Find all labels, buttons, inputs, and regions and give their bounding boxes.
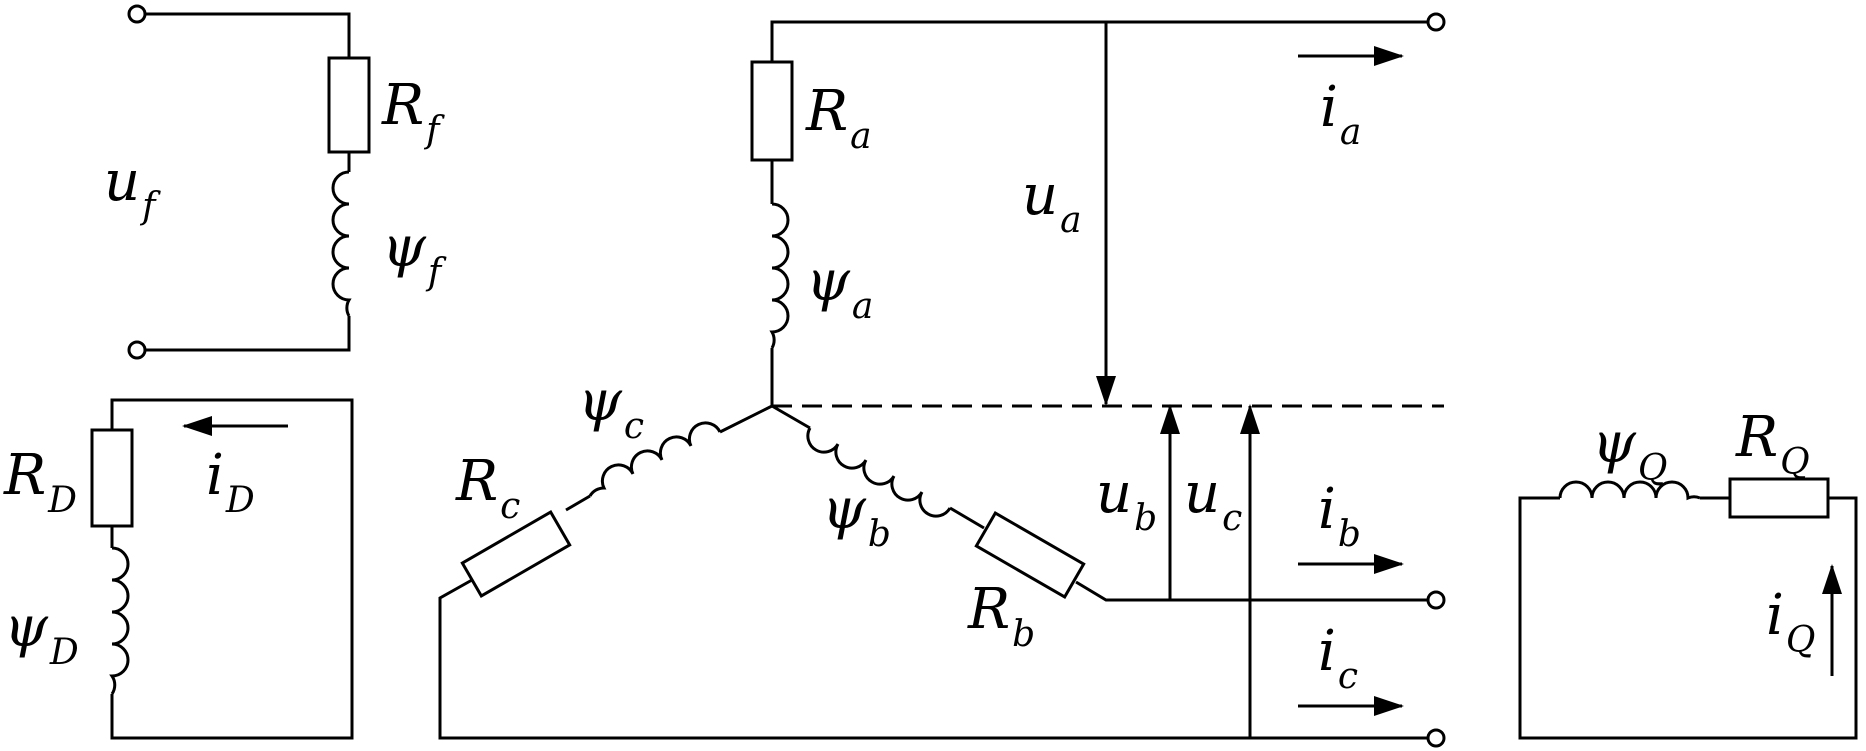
label-ia: ia	[1320, 75, 1361, 153]
q-damper-inductor-psiQ	[1558, 480, 1701, 501]
phase-a-resistor-Ra	[750, 60, 794, 162]
d-damper-inductor-psiD	[109, 546, 130, 695]
phase-a-branch	[750, 12, 1446, 406]
label-Rf: Rf	[381, 73, 445, 151]
label-ua: ua	[1022, 163, 1082, 241]
label-psif: ψf	[382, 215, 447, 293]
label-psia: ψa	[806, 249, 873, 327]
label-Rc: Rc	[455, 449, 520, 527]
label-RQ: RQ	[1735, 405, 1810, 483]
q-damper-circuit	[1518, 477, 1858, 740]
label-RD: RD	[3, 443, 77, 521]
label-ib: ib	[1318, 477, 1361, 555]
phase-c-resistor-Rc	[460, 509, 572, 599]
phase-a-top-wire	[770, 20, 1428, 62]
phase-b-branch	[771, 404, 1446, 610]
phase-a-inductor-psia	[769, 202, 790, 349]
label-Ra: Ra	[805, 79, 872, 157]
label-Rb: Rb	[967, 577, 1035, 655]
label-ic: ic	[1318, 619, 1358, 697]
terminal-b[interactable]	[1426, 590, 1446, 610]
label-iD: iD	[206, 443, 255, 521]
label-iQ: iQ	[1766, 583, 1815, 661]
phase-c-branch	[438, 404, 1446, 748]
label-psib: ψb	[822, 477, 891, 555]
field-winding-circuit	[127, 4, 371, 360]
d-damper-loop-wire	[110, 398, 354, 740]
phase-b-inductor-psib	[806, 427, 952, 518]
field-resistor-Rf	[327, 56, 371, 154]
phase-c-link-wire	[565, 494, 591, 512]
field-inductor-psif	[331, 170, 352, 317]
label-psic: ψc	[578, 369, 644, 447]
d-damper-resistor-RD	[90, 428, 134, 528]
terminal-c[interactable]	[1426, 728, 1446, 748]
phase-b-neutral-wire	[771, 404, 811, 430]
label-uc: uc	[1184, 461, 1242, 539]
phase-c-inductor-psic	[588, 421, 722, 497]
field-terminal-top[interactable]	[127, 4, 147, 24]
label-psiD: ψD	[4, 595, 79, 673]
q-damper-resistor-RQ	[1728, 477, 1830, 519]
phase-b-output-wire	[1075, 580, 1428, 602]
label-psiQ: ψQ	[1592, 411, 1667, 489]
phase-b-link-wire	[949, 506, 985, 530]
field-top-wire	[145, 12, 351, 58]
q-damper-loop-wire	[1518, 496, 1858, 740]
field-terminal-bottom[interactable]	[127, 340, 147, 360]
phase-c-output-wire	[438, 578, 1428, 740]
label-ub: ub	[1096, 461, 1157, 539]
field-bottom-wire	[145, 316, 351, 352]
terminal-a[interactable]	[1426, 12, 1446, 32]
phase-c-neutral-wire	[719, 404, 773, 434]
label-uf: uf	[104, 149, 161, 227]
d-damper-circuit	[90, 398, 354, 740]
phase-b-resistor-Rb	[974, 510, 1086, 600]
